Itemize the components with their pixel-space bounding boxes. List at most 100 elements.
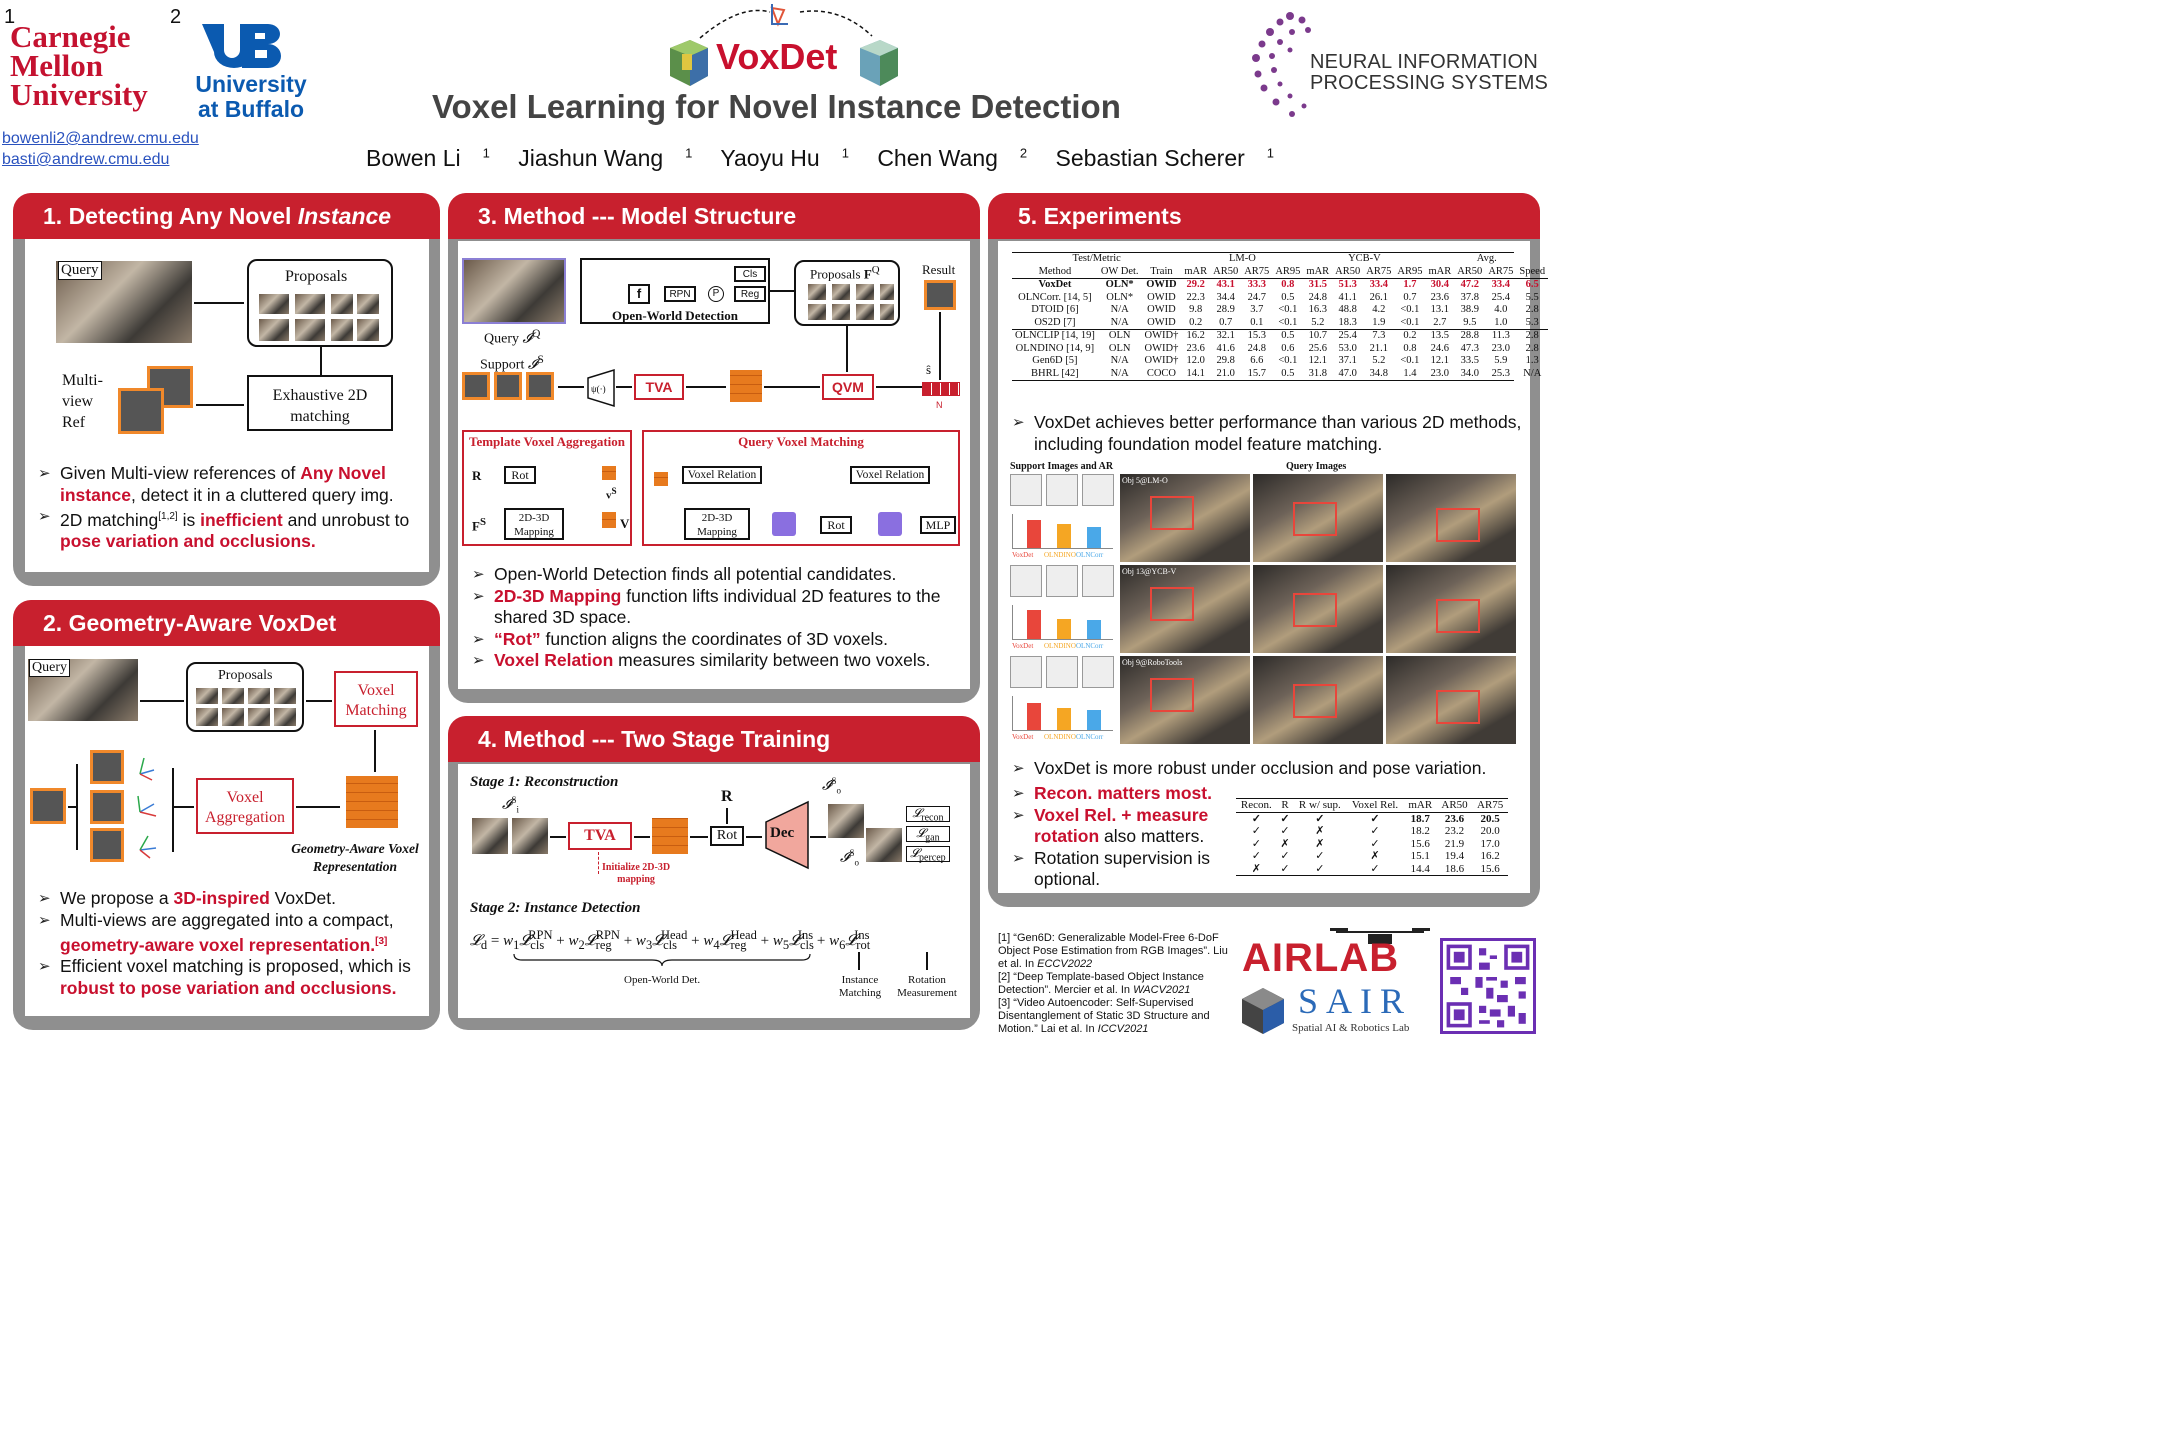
table-cell: 12.0: [1186, 355, 1205, 366]
table-cell: 2.8: [1525, 342, 1539, 354]
table-cell: 34.0: [1460, 367, 1479, 379]
owd-label: Open-World Det.: [624, 974, 701, 986]
decoder-icon: [765, 800, 809, 870]
table-cell: 28.8: [1460, 330, 1479, 341]
table-cell: <0.1: [1278, 316, 1298, 328]
reg-box: Reg: [734, 286, 766, 302]
table-header-cell: R w/ sup.: [1298, 799, 1341, 811]
table-cell: 23.6: [1430, 291, 1450, 303]
legend-label: OLNCorr: [1076, 642, 1104, 650]
mlp-box: MLP: [920, 516, 956, 534]
table-cell: 37.1: [1338, 355, 1357, 366]
query-result-image: [1386, 565, 1516, 653]
table-cell: 5.2: [1372, 355, 1386, 366]
table-cell: 25.4: [1338, 330, 1357, 341]
table-cell: 28.9: [1216, 304, 1235, 315]
table-cell: 15.7: [1247, 367, 1266, 379]
email-link-2[interactable]: basti@andrew.cmu.edu: [2, 151, 170, 168]
table-header-cell: AR50: [1441, 799, 1468, 811]
arrow: [374, 730, 376, 772]
legend-label: VoxDet: [1012, 733, 1034, 741]
table-cell: 48.8: [1338, 304, 1357, 315]
table-cell: N/A: [1110, 316, 1129, 328]
query-result-image: Obj 13@YCB-V: [1120, 565, 1250, 653]
section-3-title: 3. Method --- Model Structure: [448, 193, 980, 239]
table-cell: 17.0: [1480, 837, 1500, 850]
table-cell: 16.2: [1480, 850, 1500, 862]
table-cell: 0.5: [1281, 330, 1295, 341]
query-label: Query 𝓘Q: [484, 327, 541, 347]
table-cell: 25.3: [1491, 367, 1511, 379]
rot-box: Rot: [504, 466, 536, 484]
table-header-cell: Recon.: [1240, 799, 1272, 811]
table-cell: OWID†: [1144, 355, 1179, 366]
table-cell: 6.6: [1250, 355, 1264, 366]
table-cell: 10.7: [1308, 330, 1327, 341]
bullet: Efficient voxel matching is proposed, wh…: [38, 956, 430, 999]
arrow: [296, 806, 340, 808]
bullet: Voxel Relation measures similarity betwe…: [472, 650, 968, 672]
poster-title: Voxel Learning for Novel Instance Detect…: [432, 88, 1121, 125]
arrow: [196, 404, 244, 406]
reference-1: [1] “Gen6D: Generalizable Model-Free 6-D…: [998, 932, 1228, 970]
support-thumbnail: [1010, 656, 1042, 688]
table-cell: ✓: [1280, 862, 1290, 875]
table-cell: 2.8: [1525, 330, 1539, 341]
voxdet-logo-icon: [670, 4, 898, 86]
table-cell: N/A: [1110, 304, 1129, 315]
table-cell: OLN*: [1105, 279, 1134, 290]
table-header-cell: R: [1281, 799, 1289, 811]
table-cell: 13.1: [1430, 304, 1450, 315]
table-cell: VoxDet: [1038, 279, 1072, 290]
table-cell: 15.3: [1247, 330, 1266, 341]
table-cell: 18.7: [1410, 812, 1430, 825]
table-cell: 47.3: [1460, 342, 1479, 354]
email-link-1[interactable]: bowenli2@andrew.cmu.edu: [2, 130, 199, 147]
table-cell: ✓: [1370, 825, 1380, 837]
table-cell: 18.2: [1410, 825, 1430, 837]
table-cell: 21.9: [1444, 837, 1465, 850]
table-cell: 12.1: [1308, 355, 1327, 366]
table-cell: 51.3: [1338, 279, 1357, 290]
tva-detail-box: Template Voxel Aggregation R Rot vS FS 2…: [462, 430, 632, 546]
table-cell: Gen6D [5]: [1032, 355, 1078, 366]
table-cell: 1.0: [1494, 316, 1508, 328]
section-4-title: 4. Method --- Two Stage Training: [448, 716, 980, 762]
support-thumbnail: [1082, 565, 1114, 597]
table-cell: 33.3: [1247, 279, 1266, 290]
support-view: [494, 372, 522, 400]
table-cell: OWID: [1147, 291, 1176, 303]
drone-icon: [1330, 928, 1430, 944]
aff1-number: 1: [4, 6, 16, 28]
support-thumbnail: [1046, 565, 1078, 597]
qr-code[interactable]: [1440, 938, 1536, 1034]
voxel-relation-box: Voxel Relation: [850, 466, 930, 484]
table-cell: 3.7: [1250, 304, 1264, 315]
table-cell: 19.4: [1444, 850, 1465, 862]
table-cell: ✗: [1315, 825, 1325, 837]
table-cell: 25.4: [1491, 291, 1511, 303]
voxel-relation-box: Voxel Relation: [682, 466, 762, 484]
bullet: Recon. matters most.: [1012, 783, 1232, 805]
sair-cube-icon: [1242, 988, 1284, 1034]
section-3-bullets: Open-World Detection finds all potential…: [472, 564, 968, 672]
legend-label: OLNCorr: [1076, 551, 1104, 559]
table-cell: ✓: [1370, 812, 1380, 825]
table-cell: 21.1: [1369, 342, 1388, 354]
table-cell: 1.4: [1403, 367, 1417, 379]
section-4-panel: 4. Method --- Two Stage Training: [448, 716, 980, 1030]
table-cell: ✓: [1280, 825, 1290, 837]
support-thumbnail: [1046, 474, 1078, 506]
table-cell: ✓: [1251, 837, 1261, 850]
